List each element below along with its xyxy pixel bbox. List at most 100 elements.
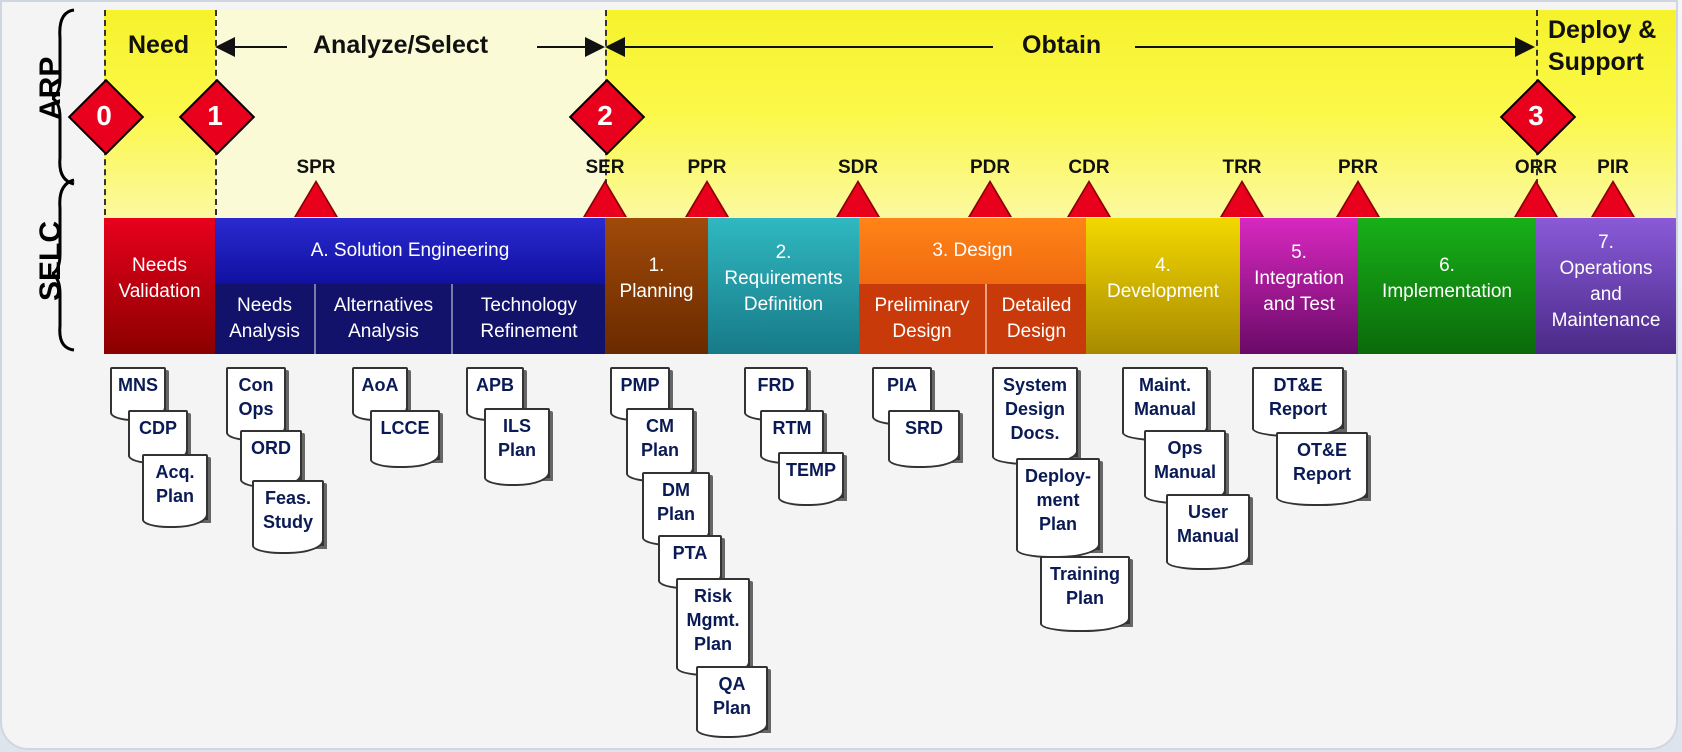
block-needs-validation: Needs Validation	[104, 218, 215, 354]
doc-dm-plan-line1: DM	[662, 480, 690, 500]
block-planning: 1. Planning	[605, 218, 708, 354]
block-requirements-line3: Definition	[743, 294, 824, 315]
block-operations: 7. Operations and Maintenance	[1536, 218, 1676, 354]
doc-frd-label: FRD	[757, 375, 795, 395]
doc-acq-plan: Acq. Plan	[142, 454, 208, 528]
block-solution-engineering: A. Solution Engineering	[215, 218, 605, 284]
review-sdr-label: SDR	[837, 157, 879, 178]
block-requirements-line2: Requirements	[724, 268, 843, 289]
doc-system-design-line1: System	[1002, 375, 1068, 395]
doc-pta-label: PTA	[672, 543, 708, 563]
block-operations-line3: and	[1590, 284, 1622, 305]
review-pdr-marker	[970, 183, 1010, 217]
doc-srd: SRD	[888, 410, 960, 468]
review-ser-label: SER	[585, 157, 625, 178]
doc-aoa: AoA	[352, 367, 408, 421]
doc-dm-plan: DM Plan	[642, 472, 710, 546]
block-planning-line1: 1.	[648, 255, 665, 276]
doc-maint-manual: Maint. Manual	[1122, 367, 1208, 441]
doc-risk-plan-line2: Mgmt.	[686, 610, 740, 630]
block-detailed-design: Detailed Design	[987, 284, 1086, 354]
doc-con-ops-line2: Ops	[238, 399, 274, 419]
block-preliminary-design: Preliminary Design	[859, 284, 987, 354]
block-preliminary-design-line2: Design	[892, 321, 952, 342]
doc-cdp-label: CDP	[138, 418, 177, 438]
doc-con-ops-line1: Con	[238, 375, 274, 395]
review-sdr-marker	[838, 183, 878, 217]
gate-2-number: 2	[597, 100, 613, 131]
phase-need: Need	[128, 31, 190, 59]
doc-pmp: PMP	[610, 367, 670, 421]
block-needs-analysis-line1: Needs	[237, 295, 292, 316]
review-pir-marker	[1593, 183, 1633, 217]
doc-risk-plan: Risk Mgmt. Plan	[676, 578, 750, 676]
doc-ote-report: OT&E Report	[1276, 432, 1368, 506]
doc-apb-label: APB	[475, 375, 514, 395]
doc-qa-plan-line2: Plan	[712, 698, 751, 718]
block-implementation-line2: Implementation	[1382, 281, 1512, 302]
review-spr-label: SPR	[296, 157, 336, 178]
analyze-select-band	[215, 10, 605, 218]
doc-risk-plan-line3: Plan	[693, 634, 732, 654]
doc-user-manual-line1: User	[1187, 502, 1229, 522]
block-planning-line2: Planning	[619, 281, 694, 302]
block-operations-line2: Operations	[1559, 258, 1653, 279]
doc-risk-plan-line1: Risk	[693, 586, 733, 606]
doc-maint-manual-line1: Maint.	[1139, 375, 1191, 395]
doc-aoa-label: AoA	[361, 375, 399, 395]
block-needs-analysis-line2: Analysis	[229, 321, 300, 342]
block-integration-line2: Integration	[1254, 268, 1344, 289]
doc-system-design-line2: Design	[1004, 399, 1065, 419]
doc-dte-report: DT&E Report	[1252, 367, 1344, 437]
doc-cdp: CDP	[128, 410, 188, 464]
block-operations-line1: 7.	[1598, 232, 1614, 253]
gate-3-number: 3	[1528, 100, 1544, 131]
review-trr-marker	[1222, 183, 1262, 217]
doc-lcce: LCCE	[370, 410, 440, 468]
doc-apb: APB	[466, 367, 524, 421]
doc-rtm-label: RTM	[772, 418, 812, 438]
doc-cm-plan-line1: CM	[646, 416, 674, 436]
review-pdr-label: PDR	[969, 157, 1011, 178]
doc-qa-plan: QA Plan	[696, 666, 768, 738]
review-ser-marker	[585, 183, 625, 217]
block-development: 4. Development	[1086, 218, 1240, 354]
phase-deploy-support: Deploy & Support	[1548, 14, 1656, 78]
review-spr-marker	[296, 183, 336, 217]
doc-user-manual: User Manual	[1166, 494, 1250, 570]
doc-user-manual-line2: Manual	[1176, 526, 1239, 546]
review-pir-label: PIR	[1597, 157, 1629, 178]
doc-cm-plan: CM Plan	[626, 408, 694, 482]
doc-ils-plan-line1: ILS	[502, 416, 531, 436]
doc-feas-study-line2: Study	[262, 512, 313, 532]
block-integration-line3: and Test	[1263, 294, 1335, 315]
doc-pia-label: PIA	[886, 375, 917, 395]
review-ppr-marker	[687, 183, 727, 217]
block-needs-analysis: Needs Analysis	[215, 284, 316, 354]
doc-ote-report-line2: Report	[1293, 464, 1351, 484]
phase-analyze-select: Analyze/Select	[313, 31, 489, 59]
doc-ils-plan: ILS Plan	[484, 408, 550, 486]
doc-mns-label: MNS	[118, 375, 158, 395]
doc-feas-study-line1: Feas.	[264, 488, 312, 508]
doc-temp-label: TEMP	[785, 460, 836, 480]
doc-dte-report-line1: DT&E	[1273, 375, 1323, 395]
block-design-label: 3. Design	[932, 240, 1013, 261]
gate-1-number: 1	[207, 100, 223, 131]
doc-ord-label: ORD	[251, 438, 291, 458]
review-prr-marker	[1338, 183, 1378, 217]
doc-training-plan: Training Plan	[1040, 556, 1130, 632]
doc-training-plan-line2: Plan	[1065, 588, 1104, 608]
block-preliminary-design-line1: Preliminary	[874, 295, 970, 316]
block-development-line1: 4.	[1155, 255, 1171, 276]
doc-deployment-plan-line2: ment	[1036, 490, 1080, 510]
block-detailed-design-line1: Detailed	[1001, 295, 1072, 316]
block-integration-line1: 5.	[1291, 242, 1307, 263]
doc-acq-plan-line1: Acq.	[155, 462, 195, 482]
doc-qa-plan-line1: QA	[718, 674, 746, 694]
doc-system-design-line3: Docs.	[1010, 423, 1060, 443]
doc-con-ops: Con Ops	[226, 367, 286, 441]
review-cdr-marker	[1069, 183, 1109, 217]
block-alternatives-analysis: Alternatives Analysis	[316, 284, 453, 354]
doc-dm-plan-line2: Plan	[656, 504, 695, 524]
